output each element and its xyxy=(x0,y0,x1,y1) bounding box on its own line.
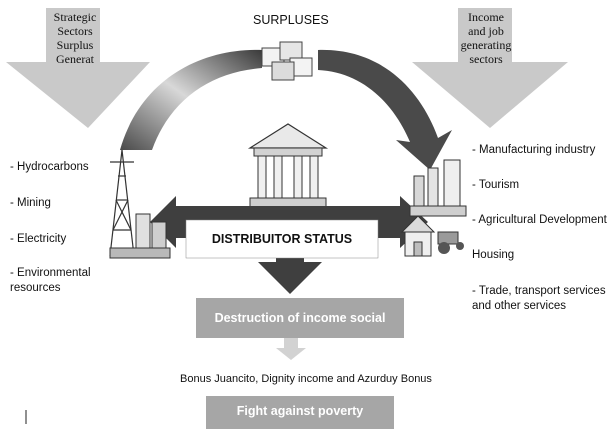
left-arrow-line: Sectors xyxy=(57,24,93,38)
right-sector-arrow xyxy=(412,8,568,128)
left-arrow-label: Strategic Sectors Surplus Generat xyxy=(48,10,102,66)
left-sector-item: - Hydrocarbons xyxy=(10,161,89,173)
right-arrow-line: sectors xyxy=(469,52,503,66)
distributor-status-label: DISTRIBUITOR STATUS xyxy=(211,232,353,246)
government-building-icon xyxy=(247,123,329,209)
oil-tanks-icon xyxy=(109,213,171,259)
right-sector-item: - Tourism xyxy=(472,179,520,191)
destruction-box xyxy=(196,298,404,338)
right-arrow-label: Income and job generating sectors xyxy=(458,10,514,66)
right-sector-item: - Agricultural Development xyxy=(472,214,607,226)
money-stack-icon xyxy=(261,41,313,81)
bonus-text: Bonus Juancito, Dignity income and Azurd… xyxy=(180,373,432,385)
surplus-curve-arrow-right xyxy=(318,49,452,171)
poverty-label: Fight against poverty xyxy=(236,404,364,418)
right-sector-item: Housing xyxy=(472,249,515,261)
right-sector-item: - Trade, transport services and other se… xyxy=(472,285,606,312)
right-arrow-line: Income xyxy=(468,10,504,24)
left-sector-arrow xyxy=(6,8,150,128)
house-icon xyxy=(400,215,436,257)
right-arrow-line: and job xyxy=(468,24,504,38)
surpluses-label: SURPLUSES xyxy=(253,13,329,27)
left-arrow-line: Generat xyxy=(56,52,94,66)
oil-tower-icon xyxy=(109,149,135,257)
left-sector-item: - Mining xyxy=(10,197,51,209)
tractor-icon xyxy=(437,231,464,254)
right-sector-item: - Manufacturing industry xyxy=(472,144,596,156)
factory-icon xyxy=(409,159,467,217)
destruction-label: Destruction of income social xyxy=(214,311,386,325)
surplus-curve-arrow xyxy=(120,49,262,150)
left-arrow-line: Strategic xyxy=(53,10,97,24)
left-arrow-line: Surplus xyxy=(56,38,94,52)
distributor-box xyxy=(185,219,379,259)
right-arrow-line: generating xyxy=(460,38,512,52)
downward-arrow xyxy=(258,242,322,294)
left-sector-item: - Environmental resources xyxy=(10,267,91,294)
left-sector-item: - Electricity xyxy=(10,233,67,245)
poverty-box xyxy=(206,396,394,429)
light-down-arrow xyxy=(276,338,306,360)
